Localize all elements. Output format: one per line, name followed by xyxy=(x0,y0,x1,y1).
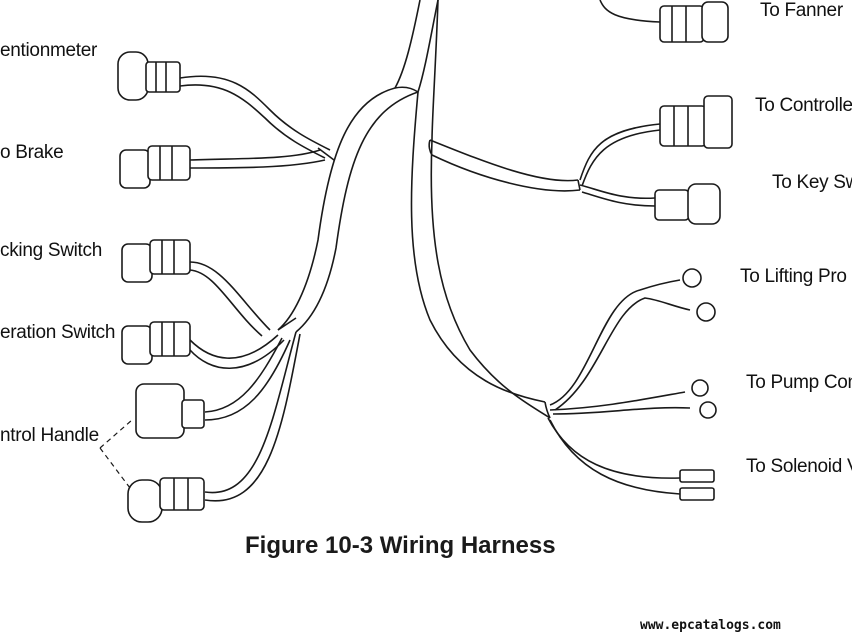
label-potentiometer: entionmeter xyxy=(0,40,98,61)
potentiometer-connector xyxy=(117,51,181,101)
controller-connector xyxy=(659,95,733,149)
label-fanner: To Fanner xyxy=(760,0,843,21)
harness-clamp xyxy=(577,179,581,191)
label-backing-switch: cking Switch xyxy=(0,240,102,261)
fanner-connector xyxy=(659,1,729,43)
solenoid-spade-terminals xyxy=(679,469,715,501)
label-key-switch: To Key Sw xyxy=(772,172,852,193)
harness-clamp xyxy=(317,147,335,161)
figure-caption-text: Figure 10-3 Wiring Harness xyxy=(245,532,556,559)
watermark: www.epcatalogs.com xyxy=(640,618,781,633)
harness-trunk-right xyxy=(410,0,581,419)
label-controller: To Controlle xyxy=(755,95,852,116)
control-handle-leader xyxy=(99,419,133,489)
harness-clamp xyxy=(428,139,433,156)
control-handle-connector xyxy=(127,383,205,523)
pump-terminal-rings xyxy=(691,379,717,419)
label-control-handle: ntrol Handle xyxy=(0,425,99,446)
wires-left xyxy=(179,75,331,502)
label-lifting-pro: To Lifting Pro xyxy=(740,266,847,287)
label-brake: o Brake xyxy=(0,142,64,163)
operation-switch-connector xyxy=(121,321,191,365)
harness-clamp xyxy=(394,86,419,93)
label-pump-con: To Pump Con xyxy=(746,372,852,393)
brake-connector xyxy=(119,145,191,189)
harness-clamp xyxy=(277,317,297,331)
label-solenoid: To Solenoid V xyxy=(746,456,852,477)
label-operation-switch: eration Switch xyxy=(0,322,116,343)
harness-clamp xyxy=(544,401,551,419)
key-switch-connector xyxy=(654,183,721,225)
lifting-terminal-rings xyxy=(682,268,716,322)
backing-switch-connector xyxy=(121,239,191,283)
wires-right xyxy=(547,0,691,495)
harness-trunk-left xyxy=(277,0,439,333)
